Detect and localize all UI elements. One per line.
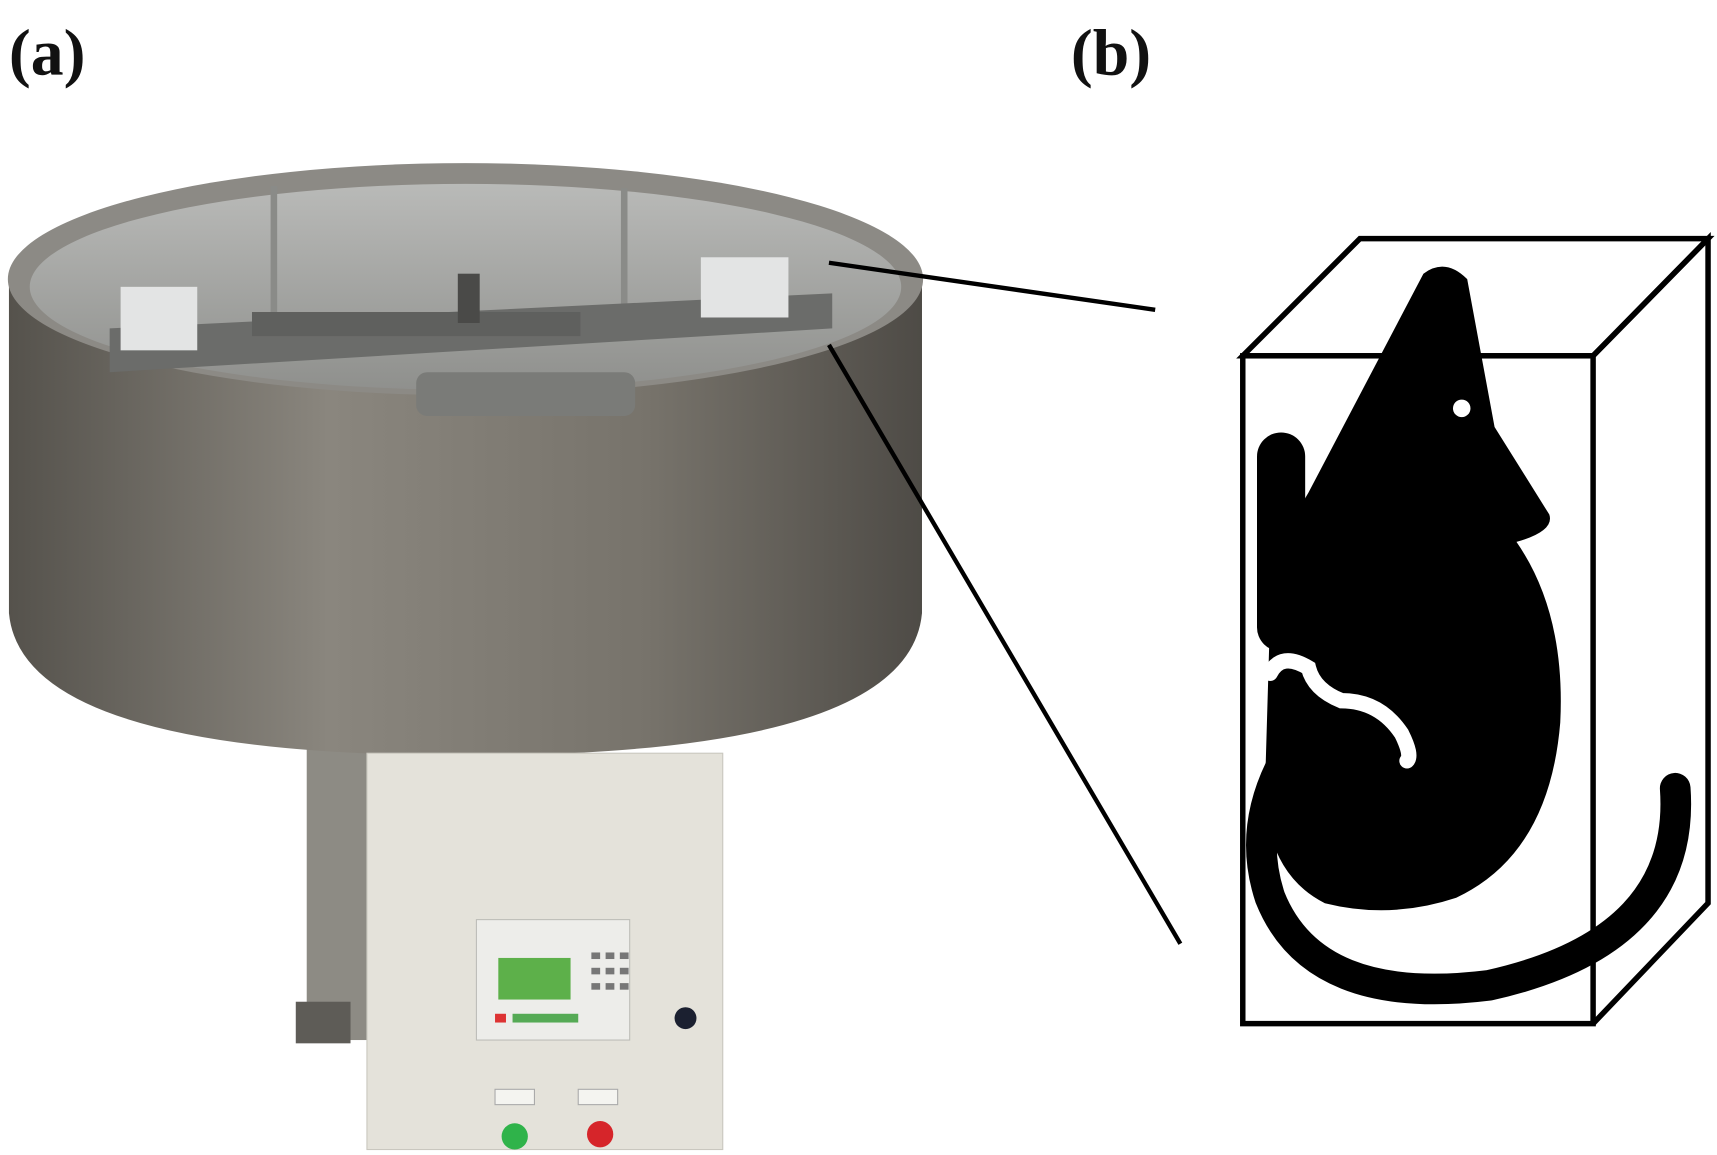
lcd-screen <box>498 957 571 1000</box>
panel-label-b: (b) <box>1071 16 1151 89</box>
box-side-face <box>1591 231 1711 1026</box>
apparatus-photo <box>7 163 924 1151</box>
selector-knob <box>674 1007 697 1030</box>
callout-line-top <box>828 260 1156 312</box>
start-button <box>501 1123 528 1150</box>
rat-tail <box>1246 751 1692 1005</box>
stand-foot <box>295 1001 351 1044</box>
rat-body <box>1264 266 1561 911</box>
rat-front-paw <box>1257 432 1306 652</box>
box-front-face <box>1240 353 1596 1027</box>
center-bolt <box>457 273 480 323</box>
stop-button <box>586 1121 614 1148</box>
rat-in-box-diagram <box>1236 231 1715 1027</box>
stand-column <box>306 733 375 1041</box>
drum-body <box>8 279 922 756</box>
rat-hind-leg-outline <box>1262 653 1417 769</box>
panel-label-a: (a) <box>9 16 86 89</box>
weight-block-right <box>700 257 789 318</box>
callout-line-bottom <box>827 343 1183 945</box>
rat-eye <box>1452 399 1471 418</box>
weight-block-left <box>120 286 198 351</box>
